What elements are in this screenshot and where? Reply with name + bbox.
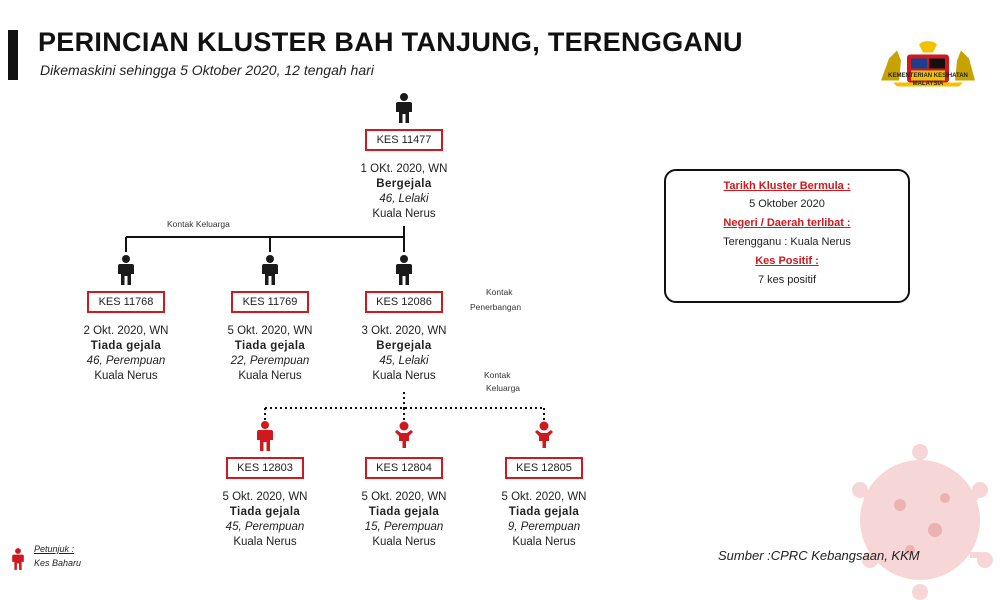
case-id-box: KES 12805 (505, 457, 583, 479)
logo-caption: KEMENTERIAN KESIHATAN MALAYSIA (868, 72, 988, 88)
case-status: Tiada gejala (368, 506, 440, 518)
travel-contact-label-2: Penerbangan (470, 302, 522, 312)
case-date: 5 Okt. 2020, WN (501, 491, 587, 503)
travel-contact-label-1: Kontak (486, 287, 513, 297)
case-date: 5 Okt. 2020, WN (222, 491, 308, 503)
new-case-legend-icon (12, 548, 24, 570)
start-date-value: 5 Oktober 2020 (749, 198, 825, 210)
page-subtitle: Dikemaskini sehingga 5 Oktober 2020, 12 … (40, 62, 374, 78)
case-id-box: KES 12804 (365, 457, 443, 479)
cluster-info-box: Tarikh Kluster Bermula : 5 Oktober 2020 … (664, 169, 910, 303)
case-id-box: KES 11768 (87, 291, 165, 313)
new-case-person-icon (533, 420, 555, 452)
case-status: Bergejala (376, 340, 432, 352)
case-date: 5 Okt. 2020, WN (227, 325, 313, 337)
case-id-box: KES 12803 (226, 457, 304, 479)
case-details: 2 Okt. 2020, WN Tiada gejala 46, Perempuan… (56, 324, 196, 384)
title-accent-bar (8, 30, 18, 80)
positive-value: 7 kes positif (757, 274, 817, 286)
case-details: 5 Okt. 2020, WN Tiada gejala 22, Perempuan… (200, 324, 340, 384)
case-person-icon (259, 254, 281, 286)
legend-title: Petunjuk : (34, 544, 75, 554)
state-label: Negeri / Daerah terlibat : (723, 217, 851, 229)
state-value: Terengganu : Kuala Nerus (723, 236, 851, 248)
new-case-person-icon (254, 420, 276, 452)
case-age-gender: 15, Perempuan (364, 521, 444, 533)
case-status: Tiada gejala (234, 340, 306, 352)
case-age-gender: 45, Lelaki (379, 355, 429, 367)
start-date-label: Tarikh Kluster Bermula : (723, 180, 851, 192)
case-person-icon (393, 254, 415, 286)
case-id-box: KES 11769 (231, 291, 309, 313)
case-status: Tiada gejala (508, 506, 580, 518)
case-location: Kuala Nerus (94, 370, 158, 382)
case-details: 5 Okt. 2020, WN Tiada gejala 15, Perempuan… (334, 490, 474, 550)
case-location: Kuala Nerus (238, 370, 302, 382)
case-age-gender: 46, Lelaki (379, 193, 429, 205)
case-age-gender: 22, Perempuan (230, 355, 310, 367)
case-person-icon (115, 254, 137, 286)
case-person-icon (393, 92, 415, 124)
source-credit: Sumber :CPRC Kebangsaan, KKM (718, 548, 920, 563)
case-date: 3 Okt. 2020, WN (361, 325, 447, 337)
family-contact-label-2a: Kontak (484, 370, 511, 380)
case-age-gender: 46, Perempuan (86, 355, 166, 367)
case-age-gender: 45, Perempuan (225, 521, 305, 533)
family-contact-label-2b: Keluarga (486, 383, 521, 393)
legend-new-case-label: Kes Baharu (34, 558, 82, 568)
page-title: PERINCIAN KLUSTER BAH TANJUNG, TERENGGAN… (38, 27, 743, 57)
case-status: Tiada gejala (90, 340, 162, 352)
case-status: Tiada gejala (229, 506, 301, 518)
case-id-box: KES 11477 (365, 129, 443, 151)
positive-label: Kes Positif : (755, 255, 819, 267)
new-case-person-icon (393, 420, 415, 452)
family-contact-label: Kontak Keluarga (167, 219, 230, 229)
case-date: 1 OKt. 2020, WN (360, 163, 448, 175)
virus-watermark-icon (852, 444, 993, 600)
logo-caption-line2: MALAYSIA (912, 81, 944, 87)
case-location: Kuala Nerus (372, 208, 436, 220)
case-date: 2 Okt. 2020, WN (83, 325, 169, 337)
logo-caption-line1: KEMENTERIAN KESIHATAN (888, 73, 968, 79)
case-details: 5 Okt. 2020, WN Tiada gejala 45, Perempuan… (195, 490, 335, 550)
case-status: Bergejala (376, 178, 432, 190)
case-age-gender: 9, Perempuan (507, 521, 581, 533)
case-id-box: KES 12086 (365, 291, 443, 313)
ministry-crest-logo (881, 41, 975, 87)
case-date: 5 Okt. 2020, WN (361, 491, 447, 503)
case-location: Kuala Nerus (372, 370, 436, 382)
case-location: Kuala Nerus (233, 536, 297, 548)
case-location: Kuala Nerus (512, 536, 576, 548)
case-location: Kuala Nerus (372, 536, 436, 548)
